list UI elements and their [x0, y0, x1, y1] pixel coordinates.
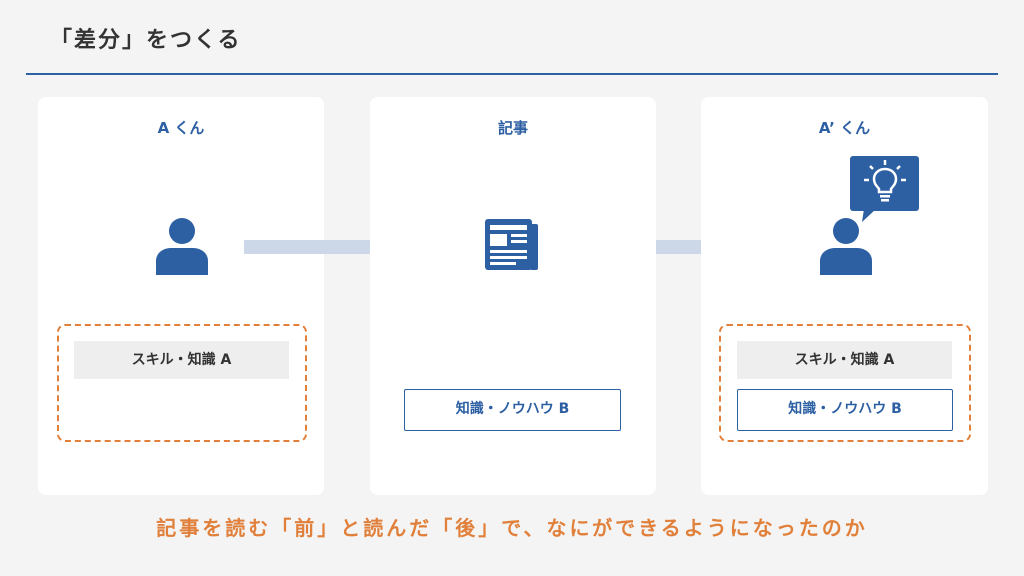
title-divider: [26, 73, 998, 75]
footer-caption: 記事を読む「前」と読んだ「後」で、なにができるようになったのか: [156, 516, 868, 540]
knowhow-box-after: 知識・ノウハウ B: [737, 389, 953, 431]
person-icon: [819, 217, 873, 275]
card-article-title: 記事: [497, 119, 528, 137]
card-article: 記事 知識・ノウハウ B: [370, 97, 656, 495]
skill-area-before: [57, 324, 307, 442]
person-icon: [155, 217, 209, 275]
arrow-band: [244, 239, 374, 255]
card-a-kun: A くん スキル・知識 A: [38, 97, 324, 495]
skill-box-a: スキル・知識 A: [74, 341, 289, 379]
knowhow-box-article: 知識・ノウハウ B: [404, 389, 621, 431]
skill-box-a-after: スキル・知識 A: [737, 341, 952, 379]
card-a-prime-kun: A’ くん スキル・知識 A 知識・ノウハウ B: [701, 97, 988, 495]
card-a-prime-kun-title: A’ くん: [818, 119, 871, 137]
skill-area-after: [719, 324, 971, 442]
lightbulb-speech-icon: [850, 155, 920, 223]
page-title: 「差分」をつくる: [50, 28, 242, 53]
newspaper-icon: [484, 218, 540, 272]
card-a-kun-title: A くん: [157, 119, 205, 137]
